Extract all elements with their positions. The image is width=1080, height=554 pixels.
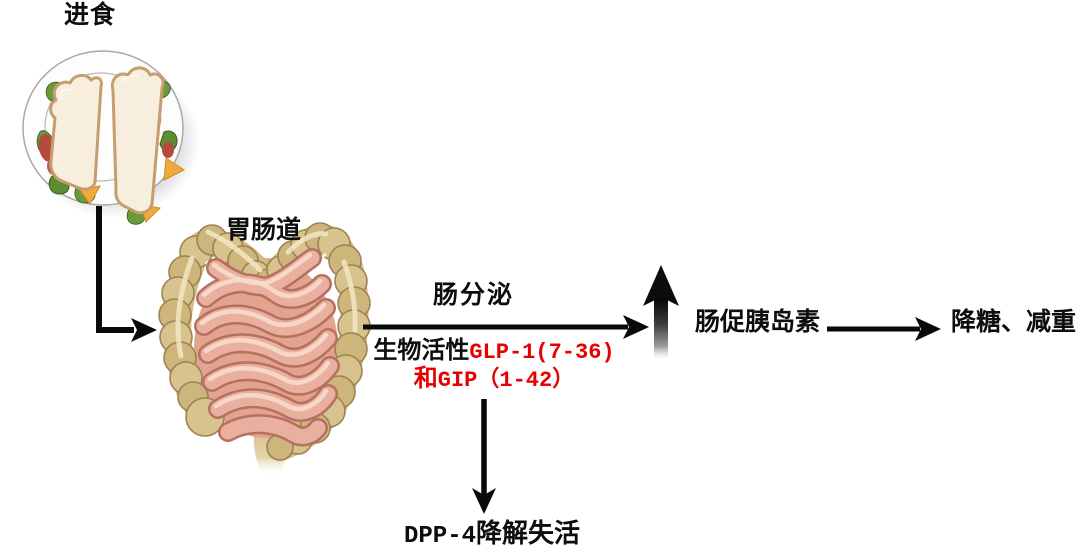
bioactive-prefix: 生物活性 <box>373 338 470 364</box>
gip-value: GIP（1-42） <box>437 368 575 393</box>
sandwich-plate-icon <box>22 50 200 225</box>
arrow-incretin-to-outcome <box>827 317 941 341</box>
gi-tract-label: 胃肠道 <box>226 217 302 244</box>
bioactive-line1: 生物活性GLP-1(7-36) <box>354 338 634 366</box>
intestinal-secretion-label: 肠分泌 <box>433 282 515 309</box>
glp1-value: GLP-1(7-36) <box>469 340 615 365</box>
up-arrow-icon <box>643 265 679 359</box>
and-character: 和 <box>413 366 438 392</box>
bioactive-line2: 和GIP（1-42） <box>354 366 634 394</box>
arrow-gi-secretion <box>363 315 649 339</box>
bioactive-hormones-label: 生物活性GLP-1(7-36) 和GIP（1-42） <box>354 338 634 394</box>
dpp4-latin: DPP-4 <box>403 523 476 550</box>
dpp4-degradation-label: DPP-4降解失活 <box>372 519 612 552</box>
arrow-down-to-dpp4 <box>472 399 496 514</box>
outcome-label: 降糖、减重 <box>951 309 1077 336</box>
sandwich-left-half <box>49 74 103 191</box>
dpp4-chinese: 降解失活 <box>476 519 581 548</box>
eating-label: 进食 <box>64 2 117 29</box>
sandwich-right-half <box>110 66 165 215</box>
intestines-icon <box>158 222 371 476</box>
incretin-label: 肠促胰岛素 <box>695 309 821 336</box>
arrow-meal-to-gi <box>96 206 157 342</box>
small-intestine-coils <box>194 248 340 447</box>
